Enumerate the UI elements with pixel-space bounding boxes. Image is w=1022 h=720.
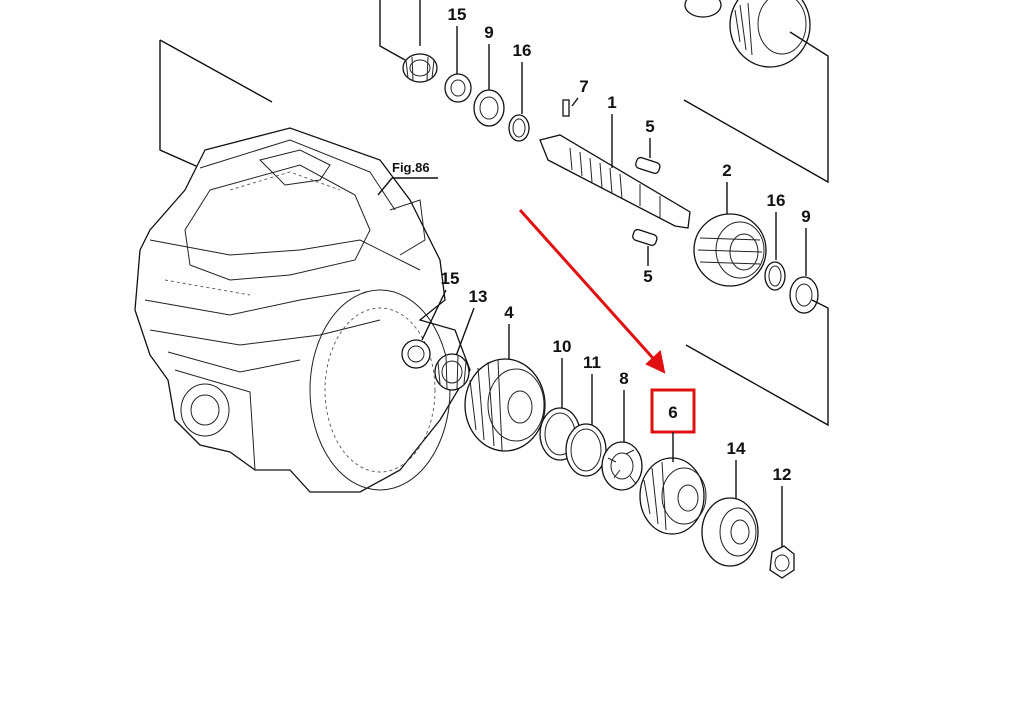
key-5-lower — [632, 228, 658, 247]
top-bearing-group: 15 9 16 — [379, 0, 532, 142]
label-7: 7 — [579, 77, 588, 96]
label-9-top: 9 — [484, 23, 493, 42]
label-5-upper: 5 — [645, 117, 654, 136]
pin-7 — [562, 99, 570, 117]
transmission-housing — [134, 39, 471, 493]
label-11: 11 — [583, 353, 601, 372]
main-shaft: 7 1 5 5 — [539, 77, 691, 286]
clutch-hub-2 — [693, 213, 767, 287]
snap-ring-16-top — [508, 114, 530, 142]
clutch-group: 2 16 9 — [685, 161, 829, 427]
label-15-top: 15 — [448, 5, 467, 24]
lower-parts-row: 15 13 4 10 11 — [401, 269, 795, 579]
highlight-part-6: 6 — [518, 208, 696, 462]
shim-11 — [565, 423, 607, 477]
gear-6 — [639, 457, 707, 535]
needle-bearing-top — [402, 53, 438, 83]
label-13: 13 — [469, 287, 488, 306]
label-1: 1 — [607, 93, 616, 112]
key-5-upper — [635, 156, 661, 175]
figure-reference: Fig.86 — [377, 160, 438, 196]
label-8: 8 — [619, 369, 628, 388]
highlight-arrow — [518, 208, 662, 368]
label-2: 2 — [722, 161, 731, 180]
label-15-mid: 15 — [441, 269, 460, 288]
label-9-right: 9 — [801, 207, 810, 226]
label-6: 6 — [668, 403, 677, 422]
collar-15-mid — [401, 339, 431, 369]
figure-reference-label: Fig.86 — [392, 160, 430, 175]
needle-bearing-13 — [434, 353, 470, 391]
label-14: 14 — [727, 439, 746, 458]
top-right-gear — [683, 0, 829, 184]
nut-12 — [769, 545, 795, 579]
gear-4 — [464, 358, 546, 452]
washer-9-right — [789, 276, 819, 314]
highlight-arrow-head — [645, 350, 666, 374]
seal-9-top — [473, 89, 505, 127]
ball-bearing-14 — [701, 497, 759, 567]
label-4: 4 — [504, 303, 514, 322]
snap-ring-16-right — [764, 261, 786, 291]
label-16-right: 16 — [767, 191, 786, 210]
lock-washer-8 — [601, 441, 643, 491]
label-16-top: 16 — [513, 41, 532, 60]
label-5-lower: 5 — [643, 267, 652, 286]
label-12: 12 — [773, 465, 792, 484]
collar-15-top — [444, 73, 472, 103]
label-10: 10 — [553, 337, 572, 356]
